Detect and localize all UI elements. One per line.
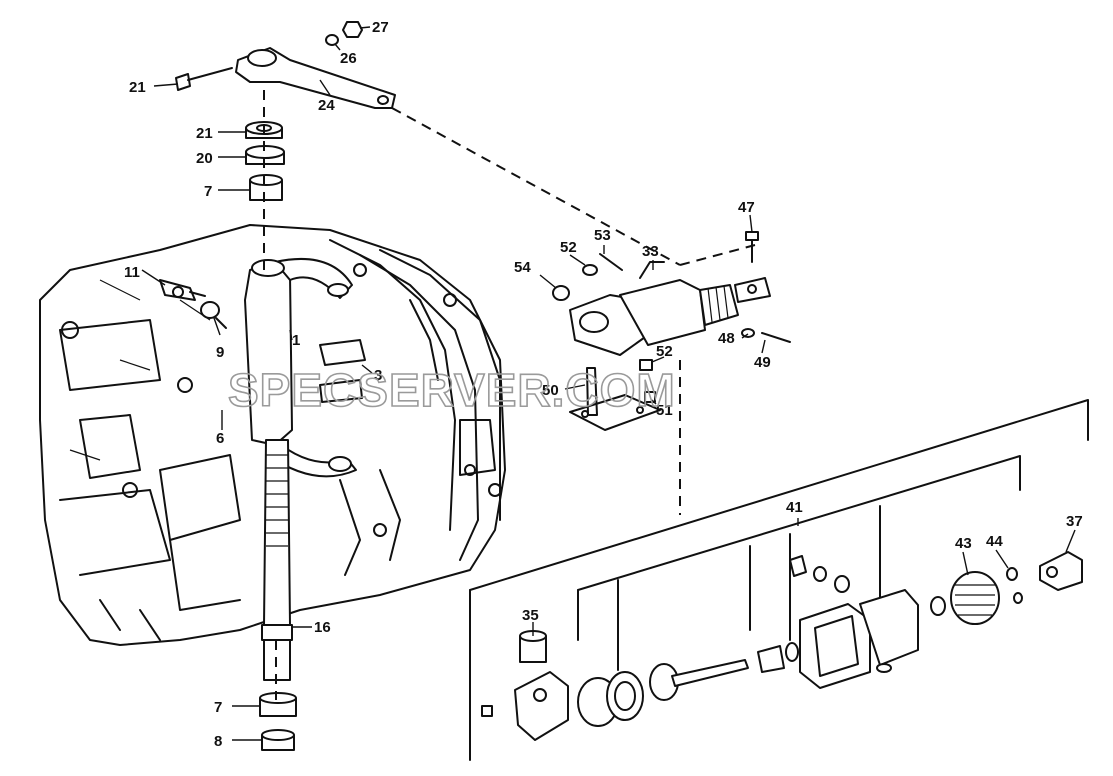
mounting-plate-part xyxy=(569,367,661,431)
callout-25: 21 xyxy=(129,79,146,96)
callout-7-upper: 7 xyxy=(204,183,212,200)
ring-bracket-part xyxy=(200,301,227,329)
callout-43: 43 xyxy=(955,535,972,552)
callout-7-lower: 7 xyxy=(214,699,222,716)
callout-9: 9 xyxy=(216,344,224,361)
lever-arm-part xyxy=(235,47,396,109)
callout-52: 52 xyxy=(656,343,673,360)
callout-35: 35 xyxy=(522,607,539,624)
bushing-lower xyxy=(259,692,297,717)
washer-part-53 xyxy=(582,264,598,276)
assembly-bracket-lines xyxy=(469,399,1089,761)
bushing-upper xyxy=(249,174,283,201)
callout-33: 33 xyxy=(642,243,659,260)
callout-labels: 21 27 26 24 21 20 7 11 9 1 3 6 16 7 8 47… xyxy=(124,19,1083,750)
callout-44: 44 xyxy=(986,533,1003,550)
callout-3: 3 xyxy=(374,367,382,384)
callout-21: 21 xyxy=(196,125,213,142)
callout-53: 52 xyxy=(560,239,577,256)
callout-27: 27 xyxy=(372,19,389,36)
callout-50: 50 xyxy=(542,382,559,399)
nut-part-55 xyxy=(552,285,570,301)
pin-part xyxy=(745,231,759,263)
washer-part xyxy=(325,34,339,46)
washer-part-48 xyxy=(741,328,755,338)
callout-55: 54 xyxy=(514,259,531,276)
callout-24: 24 xyxy=(318,97,335,114)
callout-49: 49 xyxy=(754,354,771,371)
callout-48: 48 xyxy=(718,330,735,347)
watermark-text: SPECSERVER.COM xyxy=(228,364,676,416)
callout-6: 6 xyxy=(216,430,224,447)
callout-16: 16 xyxy=(314,619,331,636)
callout-51: 51 xyxy=(656,402,673,419)
bolt-part xyxy=(175,67,233,91)
callout-47: 47 xyxy=(738,199,755,216)
nut-part xyxy=(342,21,363,38)
callout-26: 26 xyxy=(340,50,357,67)
clutch-fork-part xyxy=(244,258,366,478)
callout-11: 11 xyxy=(124,264,140,281)
sensor-part xyxy=(159,279,206,301)
assembly-dash-lines xyxy=(263,90,756,700)
cylinder-parts-exploded xyxy=(481,551,1083,741)
split-pin-part-54 xyxy=(599,253,623,271)
screw-part-51 xyxy=(644,391,656,403)
callout-8: 8 xyxy=(214,733,222,750)
callout-20: 20 xyxy=(196,150,213,167)
callout-41: 41 xyxy=(786,499,803,516)
leader-lines xyxy=(141,26,1076,741)
callout-37: 37 xyxy=(1066,513,1083,530)
callout-54: 53 xyxy=(594,227,611,244)
callout-1: 1 xyxy=(292,332,300,349)
slave-cylinder-part xyxy=(569,261,771,356)
screw-part-52 xyxy=(639,359,653,371)
cap-part xyxy=(261,729,295,751)
split-pin-part xyxy=(761,332,791,343)
